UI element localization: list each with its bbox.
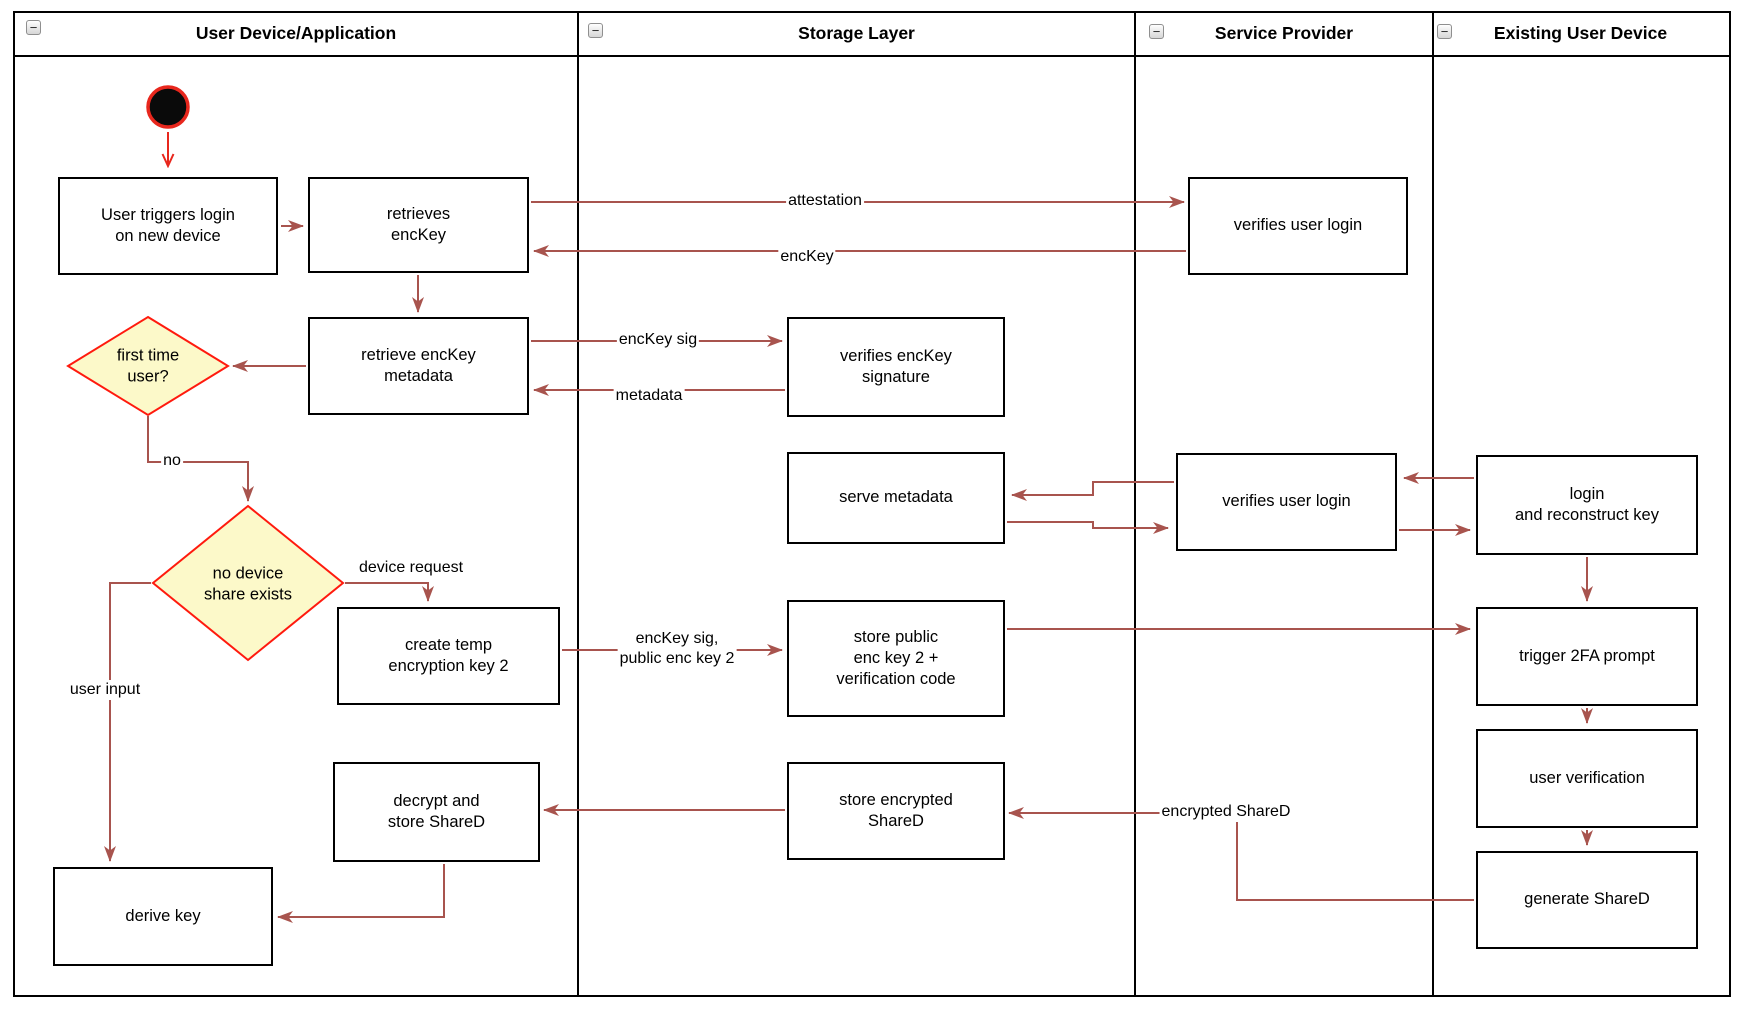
edge-label-attestation: attestation [786,191,864,211]
edge-label-no: no [161,451,183,471]
node-user-verification[interactable]: user verification [1476,729,1698,828]
lane-separator-3 [1432,11,1434,997]
lane-header-service-provider[interactable]: Service Provider [1136,11,1432,55]
decision-first-time-user[interactable] [66,315,230,417]
start-node[interactable] [146,85,190,129]
lane-separator-1 [577,11,579,997]
decision-text-first-time-user: first time user? [116,346,180,385]
edge-no-branch[interactable] [147,416,254,502]
lane-header-storage-layer[interactable]: Storage Layer [579,11,1134,55]
edge-device-request[interactable] [345,582,434,602]
lane-title: User Device/Application [195,22,397,43]
node-serve-metadata[interactable]: serve metadata [787,452,1005,544]
node-verifies-user-login-1[interactable]: verifies user login [1188,177,1408,275]
lane-title: Storage Layer [798,22,915,43]
node-retrieve-enckey-metadata[interactable]: retrieve encKey metadata [308,317,529,415]
node-decrypt-store-shared[interactable]: decrypt and store ShareD [333,762,540,862]
edge-label-device-request: device request [356,558,466,578]
edge-user-input[interactable] [104,582,151,862]
node-generate-shared[interactable]: generate ShareD [1476,851,1698,949]
node-store-public-key[interactable]: store public enc key 2 + verification co… [787,600,1005,717]
decision-no-device-share[interactable] [151,504,345,662]
edge-label-encrypted-shared: encrypted ShareD [1159,802,1293,822]
edge-label-user-input: user input [67,680,143,700]
node-trigger-2fa-prompt[interactable]: trigger 2FA prompt [1476,607,1698,706]
edge-serve-to-verifies2[interactable] [1007,521,1169,534]
node-login-reconstruct-key[interactable]: login and reconstruct key [1476,455,1698,555]
node-retrieves-enckey[interactable]: retrieves encKey [308,177,529,273]
lane-title: Existing User Device [1493,22,1668,43]
node-verifies-enckey-signature[interactable]: verifies encKey signature [787,317,1005,417]
edge-label-enckey-sig: encKey sig [616,330,700,350]
edge-label-enckey: encKey [778,247,836,267]
node-verifies-user-login-2[interactable]: verifies user login [1176,453,1397,551]
lane-header-existing-device[interactable]: Existing User Device [1434,11,1727,55]
edge-label-metadata: metadata [613,386,685,406]
lane-title: Service Provider [1214,22,1354,43]
decision-text-no-device-share: no device share exists [203,564,293,603]
edge-label-enckey-sig-public: encKey sig, public enc key 2 [617,629,737,669]
edge-decrypt-to-derive[interactable] [277,864,445,923]
node-derive-key[interactable]: derive key [53,867,273,966]
lane-header-user-device[interactable]: User Device/Application [15,11,577,55]
lane-header-row [13,11,1731,57]
collapse-icon[interactable]: − [1437,24,1452,39]
collapse-icon[interactable]: − [26,20,41,35]
edge-encrypted-shared[interactable] [1008,807,1474,901]
collapse-icon[interactable]: − [1149,24,1164,39]
collapse-icon[interactable]: − [588,23,603,38]
node-store-encrypted-shared[interactable]: store encrypted ShareD [787,762,1005,860]
node-create-temp-key[interactable]: create temp encryption key 2 [337,607,560,705]
node-user-triggers-login[interactable]: User triggers login on new device [58,177,278,275]
edge-verifies2-to-serve[interactable] [1011,481,1174,501]
lane-separator-2 [1134,11,1136,997]
